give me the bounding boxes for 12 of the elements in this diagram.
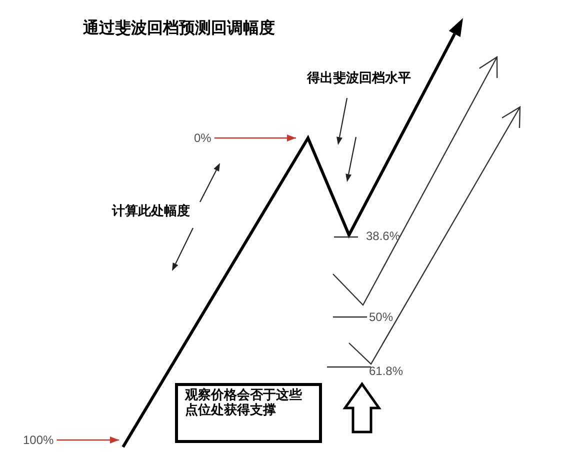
- diagram-title: 通过斐波回档预测回调幅度: [83, 18, 275, 38]
- level-label: 61.8%: [369, 364, 404, 378]
- annotation-text: 得出斐波回档水平: [307, 71, 411, 87]
- annotation-text: 计算此处幅度: [112, 204, 190, 220]
- callout-box: [175, 383, 322, 443]
- leader-arrow: [214, 134, 296, 142]
- level-label: 100%: [23, 433, 54, 447]
- leader-arrow: [56, 436, 119, 444]
- level-label: 0%: [194, 131, 212, 145]
- level-label: 50%: [369, 310, 394, 324]
- level-label: 38.6%: [366, 229, 400, 243]
- callout-text: 观察价格会否于这些点位处获得支撑: [185, 388, 303, 418]
